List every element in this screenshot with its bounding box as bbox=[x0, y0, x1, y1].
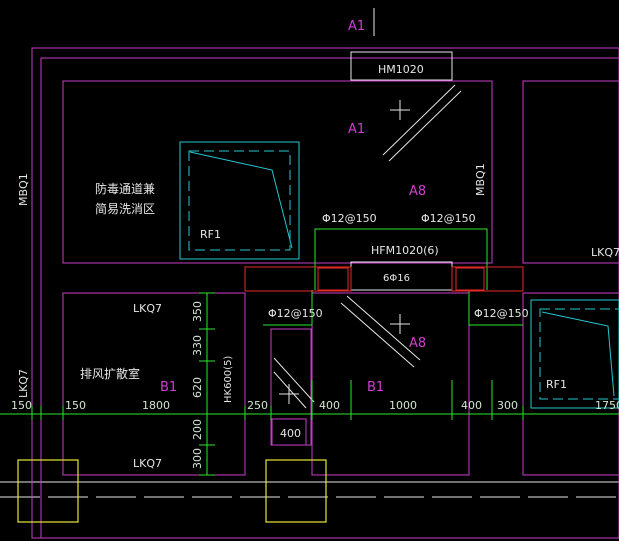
dim-h-0: 150 bbox=[11, 399, 32, 412]
dim-v-2: 620 bbox=[191, 377, 204, 398]
right-room-wall bbox=[522, 80, 619, 264]
hm1020-label: HM1020 bbox=[378, 63, 424, 76]
axis-label-a1-top: A1 bbox=[348, 19, 365, 34]
column-left bbox=[17, 459, 79, 523]
rf1-upper-inner bbox=[188, 150, 291, 251]
rf-outlines bbox=[179, 141, 619, 409]
mbq1-mid-label: MBQ1 bbox=[474, 163, 487, 196]
rf1-upper-diag bbox=[189, 151, 293, 249]
outer-wall-inner bbox=[40, 57, 619, 539]
rebar-label-4: Φ12@150 bbox=[474, 307, 529, 320]
small-box bbox=[271, 418, 307, 446]
rebar-upper-loop bbox=[314, 228, 488, 290]
axis-label-a8-middle: A8 bbox=[409, 184, 426, 199]
rebar-label-1: Φ12@150 bbox=[322, 212, 377, 225]
columns bbox=[17, 459, 327, 523]
axis-label-a1-upper: A1 bbox=[348, 122, 365, 137]
dims-horizontal: 150 150 1800 250 400 1000 400 300 1750 bbox=[11, 399, 619, 412]
beam-left-inner bbox=[317, 267, 349, 291]
axis-label-a8-lower: A8 bbox=[409, 336, 426, 351]
rebar-right-leader bbox=[468, 290, 523, 326]
crosshair-hk bbox=[279, 384, 299, 404]
door-leaf-hk bbox=[273, 357, 315, 403]
lkq7-top-label: LKQ7 bbox=[133, 302, 162, 315]
door-leaf-upper bbox=[382, 84, 456, 156]
dim-v-0: 350 bbox=[191, 301, 204, 322]
dims-vertical: 350 330 620 200 300 bbox=[191, 301, 204, 469]
rf1-right-inner bbox=[539, 308, 619, 400]
dim-h-8: 1750 bbox=[595, 399, 619, 412]
lkq7-left-label: LKQ7 bbox=[17, 369, 30, 398]
beam-rebar-label: 6Φ16 bbox=[383, 273, 410, 284]
exhaust-room-wall bbox=[62, 292, 246, 476]
rf1-upper-label: RF1 bbox=[200, 228, 221, 241]
rebar-left-leader bbox=[263, 290, 313, 326]
decon-room-wall bbox=[62, 80, 493, 264]
decon-room-label-line1: 防毒通道兼 bbox=[95, 181, 155, 196]
beam-outlines bbox=[244, 266, 524, 292]
dimension-ticks bbox=[31, 292, 524, 476]
wall-outlines bbox=[31, 47, 619, 539]
beam-right-inner bbox=[455, 267, 485, 291]
door-leaves bbox=[273, 84, 462, 409]
dim-v-3: 200 bbox=[191, 419, 204, 440]
axis-label-b1-left: B1 bbox=[160, 380, 177, 395]
rebar-label-2: Φ12@150 bbox=[421, 212, 476, 225]
dim-h-2: 1800 bbox=[142, 399, 170, 412]
lkq7-right-label: LKQ7 bbox=[591, 246, 619, 259]
hfm1020-label: HFM1020(6) bbox=[371, 244, 439, 257]
beam-right bbox=[451, 266, 524, 292]
decon-room-label-line2: 简易洗消区 bbox=[95, 202, 155, 216]
hm1020-door bbox=[350, 51, 453, 81]
lower-mid-wall bbox=[311, 292, 470, 476]
dim-h-1: 150 bbox=[65, 399, 86, 412]
rf1-right-outer bbox=[530, 299, 619, 409]
dim-small-400: 400 bbox=[280, 427, 301, 440]
rebar-label-3: Φ12@150 bbox=[268, 307, 323, 320]
exhaust-room-label: 排风扩散室 bbox=[80, 366, 140, 381]
crosshair-upper bbox=[390, 100, 410, 120]
mbq1-left-label: MBQ1 bbox=[17, 173, 30, 206]
dim-v-4: 300 bbox=[191, 448, 204, 469]
dim-h-6: 400 bbox=[461, 399, 482, 412]
hk600-label: HK600(5) bbox=[223, 356, 234, 403]
dim-h-5: 1000 bbox=[389, 399, 417, 412]
door-leaf-hk-2 bbox=[273, 371, 307, 409]
door-leaf-lower-2 bbox=[340, 302, 415, 368]
dim-h-4: 400 bbox=[319, 399, 340, 412]
rf1-upper-outer bbox=[179, 141, 300, 260]
rf1-right-diag bbox=[541, 311, 615, 397]
door-leaf-upper-2 bbox=[388, 90, 462, 162]
axis-label-b1-mid: B1 bbox=[367, 380, 384, 395]
dim-h-7: 300 bbox=[497, 399, 518, 412]
column-mid bbox=[265, 459, 327, 523]
lower-right-wall bbox=[522, 292, 619, 476]
beam-left bbox=[244, 266, 352, 292]
dim-v-1: 330 bbox=[191, 335, 204, 356]
door-leaf-lower bbox=[346, 295, 421, 361]
lkq7-bottom-label: LKQ7 bbox=[133, 457, 162, 470]
axis-lines bbox=[0, 8, 619, 498]
crosshair-lower bbox=[390, 314, 410, 334]
dim-h-3: 250 bbox=[247, 399, 268, 412]
rf1-right-label: RF1 bbox=[546, 378, 567, 391]
rebar-lines bbox=[0, 228, 619, 476]
